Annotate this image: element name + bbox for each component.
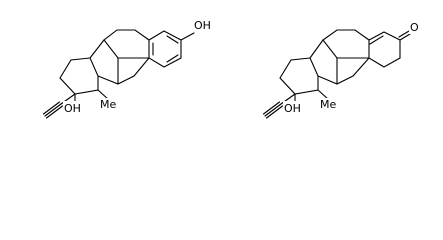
molecule-1-bonds bbox=[42, 29, 195, 119]
hydroxyl-label: OH bbox=[194, 19, 211, 32]
hydroxyl-label: OH bbox=[284, 102, 301, 115]
molecule-2: O OH Me bbox=[262, 20, 421, 119]
molecule-1: OH OH Me bbox=[42, 18, 213, 119]
structure-canvas: OH OH Me bbox=[42, 18, 421, 119]
ketone-oxygen-label: O bbox=[410, 21, 419, 34]
hydroxyl-label: OH bbox=[64, 102, 81, 115]
methyl-label: Me bbox=[320, 98, 336, 111]
structure-figure: OH OH Me bbox=[42, 18, 421, 119]
molecule-2-bonds bbox=[262, 29, 411, 119]
methyl-label: Me bbox=[100, 98, 116, 111]
molecule-1-atom-labels: OH OH Me bbox=[63, 18, 213, 115]
molecule-2-atom-labels: O OH Me bbox=[283, 20, 421, 115]
